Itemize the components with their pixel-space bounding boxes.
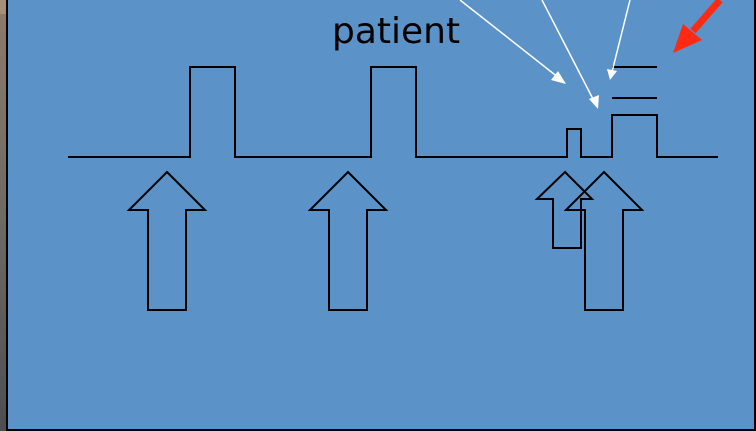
pointer-arrowhead-1 <box>551 71 566 84</box>
up-arrow-1 <box>126 170 208 311</box>
up-arrow-3 <box>534 170 595 249</box>
pointer-arrow-2 <box>541 0 595 102</box>
highlight-arrowhead <box>673 24 702 53</box>
pulse-trace <box>68 66 718 158</box>
up-arrow-2 <box>307 170 389 311</box>
pointer-arrowhead-2 <box>589 95 599 109</box>
highlight-arrow-shaft <box>690 0 723 34</box>
pointer-arrow-3 <box>611 0 631 73</box>
pointer-arrow-1 <box>459 0 560 79</box>
highlight-arrow <box>673 0 723 53</box>
up-arrow-4 <box>563 170 645 311</box>
pointer-arrows <box>459 0 631 109</box>
slide-panel <box>6 0 756 431</box>
patient-label: patient <box>332 11 461 52</box>
pointer-arrowhead-3 <box>607 69 617 80</box>
